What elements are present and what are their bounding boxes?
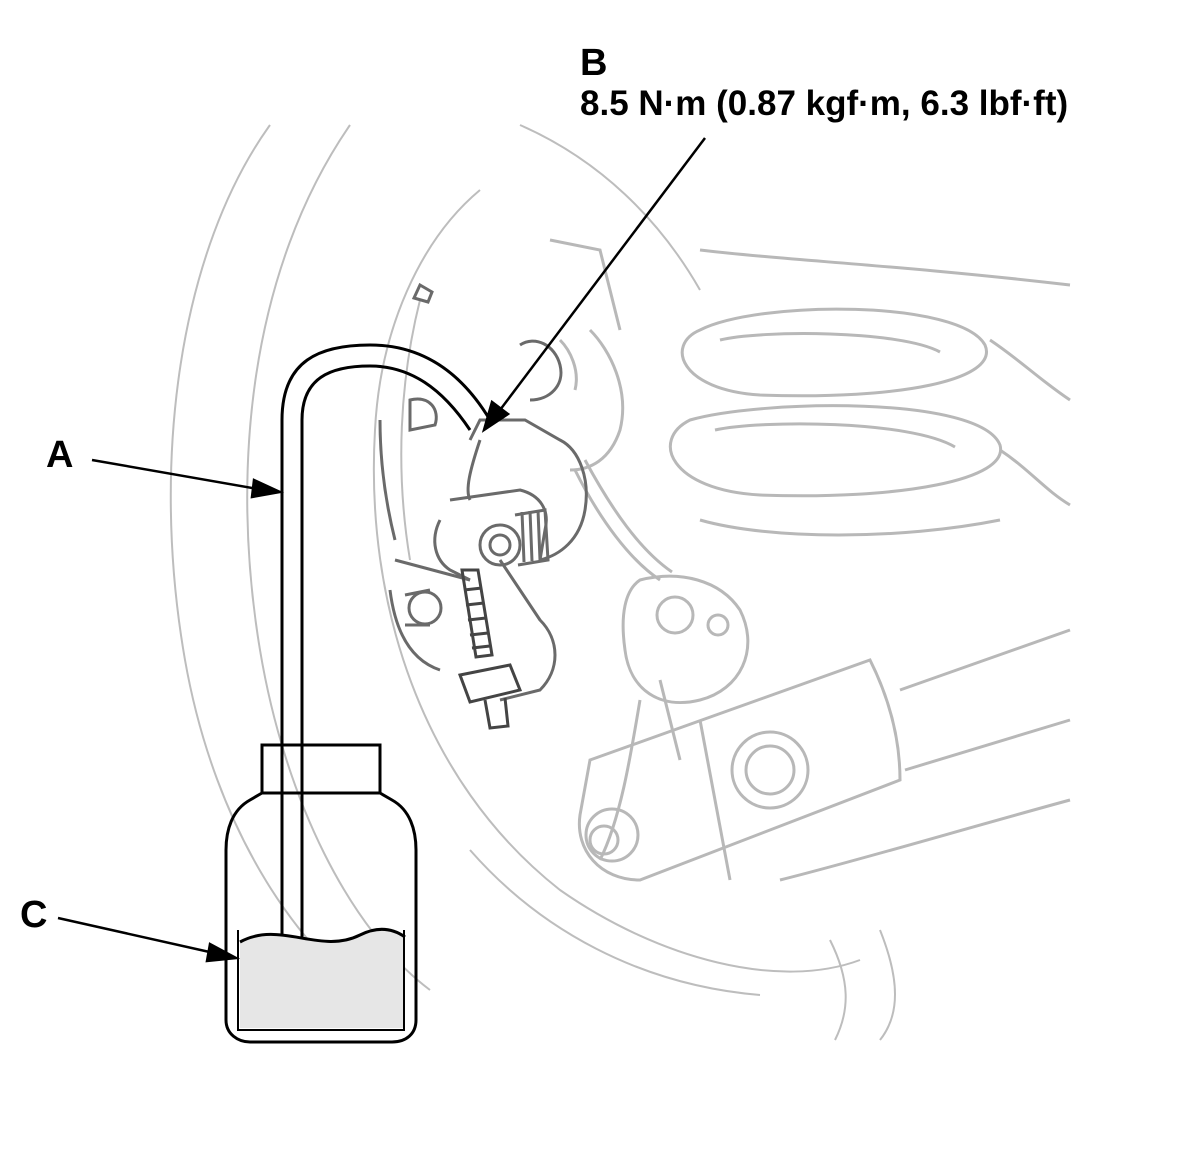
fluid-container [224, 743, 418, 1044]
callout-b-torque-spec: 8.5 N·m (0.87 kgf·m, 6.3 lbf·ft) [580, 84, 1069, 123]
coil-spring [669, 248, 1071, 537]
wheel-outline [169, 124, 896, 1041]
leader-c [57, 916, 215, 955]
arrowhead-c [205, 942, 241, 963]
arrowhead-a [250, 478, 285, 499]
callout-c-label: C [20, 894, 48, 936]
callout-leaders [57, 137, 706, 963]
lower-control-arm [577, 628, 1071, 882]
bleeder-tube [280, 343, 492, 987]
callout-a-label: A [46, 434, 74, 476]
knuckle [549, 238, 750, 861]
brake-hose [573, 459, 673, 582]
leader-b [499, 137, 706, 411]
leader-a [91, 458, 259, 491]
arrowhead-b [481, 399, 511, 433]
callout-b-label: B [580, 42, 608, 84]
bleeder-screw [457, 568, 523, 730]
brake-caliper [378, 282, 588, 702]
